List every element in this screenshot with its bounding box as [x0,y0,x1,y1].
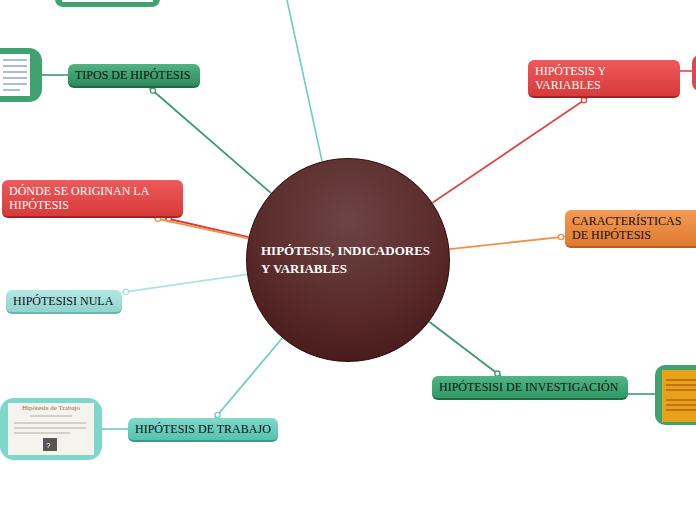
central-title: HIPÓTESIS, INDICADORES Y VARIABLES [261,242,435,278]
connector-dot [215,412,220,417]
branch-line [287,0,322,161]
branch-title: HIPÓTESISI DE INVESTIGACIÓN [439,380,621,394]
branch-box: HIPÓTESIS Y VARIABLES [528,60,680,98]
leader-line [680,70,692,72]
thumbnail-frame [0,48,42,102]
branch-title: HIPÓTESIS DE TRABAJO [135,422,271,436]
connector [432,98,587,203]
connector-dot [123,289,128,294]
thumbnail [8,403,94,455]
thumbnail-icon [43,438,57,451]
connector [150,88,271,193]
connector-dot [581,98,586,103]
thumbnail-frame [55,0,160,7]
branch-box: DÓNDE SE ORIGINAN LA HIPÓTESIS [2,180,183,218]
leader-line [42,74,68,76]
leader-line [628,393,655,395]
thumbnail [662,370,696,422]
branch-box: HIPÓTESIS DE TRABAJO [128,418,278,442]
connector-line [432,98,587,203]
connector [429,322,500,376]
connector-line [122,274,247,292]
thumbnail [62,0,153,2]
central-circle: HIPÓTESIS, INDICADORES Y VARIABLES [246,158,450,362]
thumbnail-frame [0,398,102,460]
branch-title: DÓNDE SE ORIGINAN LA HIPÓTESIS [9,184,176,212]
thumbnail-lines [14,416,86,433]
thumbnail [0,54,30,96]
thumbnail-title: Hipótesis de Trabajo [14,404,88,412]
branch-title: HIPÓTESISI NULA [13,294,115,308]
thumbnail-lines [3,60,27,90]
thumbnail-frame [692,55,696,91]
connector [122,274,247,294]
connector-line [150,88,271,193]
connector-dot [558,234,563,239]
connector [165,216,249,237]
branch-title: TIPOS DE HIPÓTESIS [75,68,193,82]
connector-line [215,338,282,418]
branch-box: HIPÓTESISI DE INVESTIGACIÓN [432,376,628,400]
connector-dot [150,88,155,93]
leader-line [102,428,128,430]
thumbnail-frame [655,365,696,425]
connector-line [429,322,500,376]
connector-line [165,218,249,237]
thumbnail-icon: ? [46,441,51,450]
connector [154,216,248,238]
connector [215,338,282,418]
branch-box: CARACTERÍSTICAS DE HIPÓTESIS [565,210,696,248]
branch-box: TIPOS DE HIPÓTESIS [68,64,200,88]
branch-title: HIPÓTESIS Y VARIABLES [535,64,673,92]
connector-line [154,218,248,238]
connector-line [449,237,565,249]
connector [449,234,565,249]
branch-title: CARACTERÍSTICAS DE HIPÓTESIS [572,214,689,242]
thumbnail-lines [666,380,696,410]
branch-box: HIPÓTESISI NULA [6,290,122,314]
